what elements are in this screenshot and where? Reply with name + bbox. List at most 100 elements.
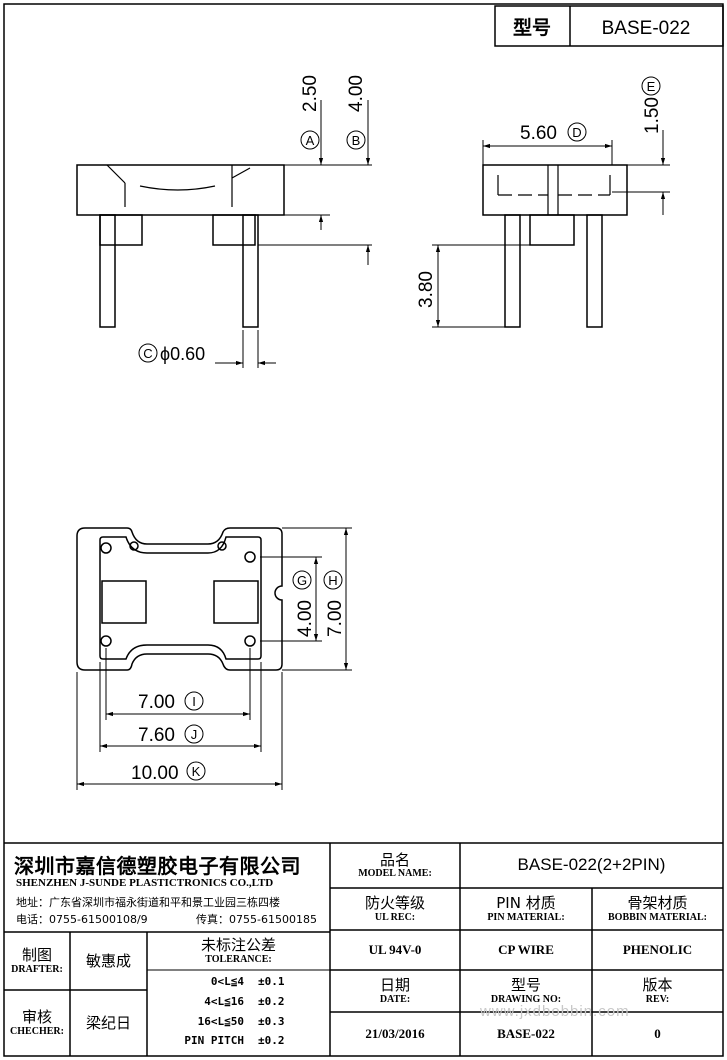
dimension-g-value: 4.00 — [295, 600, 316, 637]
bobbin-material-label-cn: 骨架材质 — [627, 894, 688, 913]
front-view-body — [76, 164, 285, 216]
date-value: 21/03/2016 — [365, 1025, 425, 1041]
rev-label-cn: 版本 — [642, 976, 673, 995]
checker-label: 审核 CHECHER: — [4, 990, 70, 1056]
bottom-view-window-right — [213, 580, 259, 624]
tolerance-label-cn: 未标注公差 — [200, 936, 276, 955]
dimension-b-label: B — [352, 133, 361, 148]
side-view-pin-left — [504, 214, 521, 328]
dimension-j-label: J — [191, 727, 198, 742]
dimension-i: 7.00 I — [138, 691, 204, 713]
company-block: 深圳市嘉信德塑胶电子有限公司 SHENZHEN J-SUNDE PLASTICT… — [6, 846, 328, 930]
tolerance-range: 16<L≦50 — [197, 1015, 244, 1028]
drawing-no-label-en: DRAWING NO: — [490, 993, 562, 1005]
dimension-j-value: 7.60 — [138, 725, 175, 746]
drafter-label: 制图 DRAFTER: — [4, 932, 70, 990]
pin-material-label-en: PIN MATERIAL: — [487, 911, 565, 923]
company-fax: 传真：0755-61500185 — [196, 913, 317, 926]
dimension-h-label: H — [328, 573, 337, 588]
ul-rec-value: UL 94V-0 — [368, 941, 422, 957]
pin-material-label: PIN 材质 PIN MATERIAL: — [460, 888, 592, 930]
pin-material-value: CP WIRE — [498, 941, 554, 957]
checker-label-en: CHECHER: — [10, 1025, 64, 1037]
drafter-label-cn: 制图 — [21, 946, 52, 965]
ul-rec-label-en: UL REC: — [374, 911, 416, 923]
dimension-j: 7.60 J — [138, 724, 204, 746]
header-model-value: BASE-022 — [602, 18, 691, 39]
dimension-k: 10.00 K — [131, 761, 206, 784]
tolerance-value: ±0.2 — [258, 1034, 285, 1047]
tolerance-range: PIN PITCH — [184, 1034, 244, 1047]
model-name-label-cn: 品名 — [379, 850, 410, 869]
dimension-i-value: 7.00 — [138, 692, 175, 713]
dimension-a: 2.50 A — [300, 75, 321, 150]
pin-hole — [244, 635, 256, 647]
checker-value: 梁纪日 — [85, 1013, 131, 1032]
ul-rec-label-cn: 防火等级 — [364, 894, 425, 913]
header-model-box: 型号 BASE-022 — [494, 5, 724, 47]
dimension-a-value: 2.50 — [300, 75, 321, 112]
company-address: 地址：广东省深圳市福永街道和平和景工业园三栋四楼 — [16, 896, 280, 909]
bottom-view-outer — [76, 527, 283, 671]
model-name-label-en: MODEL NAME: — [358, 868, 432, 880]
tolerance-label-en: TOLERANCE: — [205, 953, 272, 965]
side-view-body — [482, 164, 628, 216]
title-block-grid — [4, 842, 723, 1056]
drawing-no-label-cn: 型号 — [510, 976, 541, 995]
bobbin-material-value: PHENOLIC — [622, 941, 693, 957]
dimension-d: 5.60 D — [520, 122, 587, 144]
front-view-pin-left — [99, 214, 116, 328]
dimension-b: 4.00 B — [346, 75, 367, 150]
header-model-label: 型号 — [513, 16, 551, 39]
dimension-e: 1.50 E — [641, 76, 663, 134]
dimension-e-label: E — [647, 79, 656, 94]
pin-hole — [244, 551, 256, 563]
model-name-label: 品名 MODEL NAME: — [330, 843, 460, 888]
dimension-a-label: A — [306, 133, 315, 148]
tolerance-value: ±0.2 — [258, 995, 285, 1008]
rev-label: 版本 REV: — [592, 970, 723, 1012]
checker-label-cn: 审核 — [21, 1008, 52, 1027]
drawing-no-value: BASE-022 — [497, 1025, 555, 1041]
model-name-value: BASE-022(2+2PIN) — [517, 855, 666, 875]
dimension-c-value: ϕ0.60 — [160, 344, 205, 364]
tolerance-range: 0<L≦4 — [210, 975, 244, 988]
date-label-cn: 日期 — [379, 976, 410, 995]
pin-hole — [100, 635, 112, 647]
bobbin-material-label-en: BOBBIN MATERIAL: — [608, 911, 707, 923]
tolerance-value: ±0.3 — [258, 1015, 285, 1028]
drawing-border — [3, 3, 724, 1057]
bobbin-material-label: 骨架材质 BOBBIN MATERIAL: — [592, 888, 723, 930]
tolerance-range: 4<L≦16 — [204, 995, 244, 1008]
date-label: 日期 DATE: — [330, 970, 460, 1012]
side-view — [432, 130, 670, 328]
dimension-c: C ϕ0.60 — [138, 343, 205, 364]
ul-rec-label: 防火等级 UL REC: — [330, 888, 460, 930]
dimension-d-label: D — [572, 125, 581, 140]
company-name-cn: 深圳市嘉信德塑胶电子有限公司 — [14, 854, 301, 878]
side-view-pin-right — [586, 214, 603, 328]
rev-value: 0 — [654, 1025, 661, 1041]
dimension-c-label: C — [143, 346, 152, 361]
dimension-h-value: 7.00 — [325, 600, 346, 637]
company-phone: 电话：0755-61500108/9 — [16, 913, 148, 926]
bottom-view — [76, 527, 352, 790]
drafter-label-en: DRAFTER: — [11, 963, 63, 975]
rev-label-en: REV: — [645, 993, 670, 1005]
dimension-f-value: 3.80 — [416, 271, 437, 308]
dimension-k-value: 10.00 — [131, 763, 179, 784]
dimension-d-value: 5.60 — [520, 123, 557, 144]
tolerance-label: 未标注公差 TOLERANCE: — [147, 932, 330, 970]
watermark: www.jxdbobbin.com — [479, 1003, 630, 1020]
front-view-pin-right — [242, 214, 259, 328]
dimension-k-label: K — [192, 764, 201, 779]
dimension-g: 4.00 G — [292, 570, 316, 637]
dimension-i-label: I — [192, 694, 196, 709]
company-name-en: SHENZHEN J-SUNDE PLASTICTRONICS CO.,LTD — [16, 877, 274, 889]
dimension-b-value: 4.00 — [346, 75, 367, 112]
dimension-e-value: 1.50 — [642, 97, 663, 134]
dimension-g-label: G — [297, 573, 307, 588]
date-label-en: DATE: — [379, 993, 411, 1005]
tolerance-table: 0<L≦4 ±0.1 4<L≦16 ±0.2 16<L≦50 ±0.3 PIN … — [150, 973, 328, 1055]
